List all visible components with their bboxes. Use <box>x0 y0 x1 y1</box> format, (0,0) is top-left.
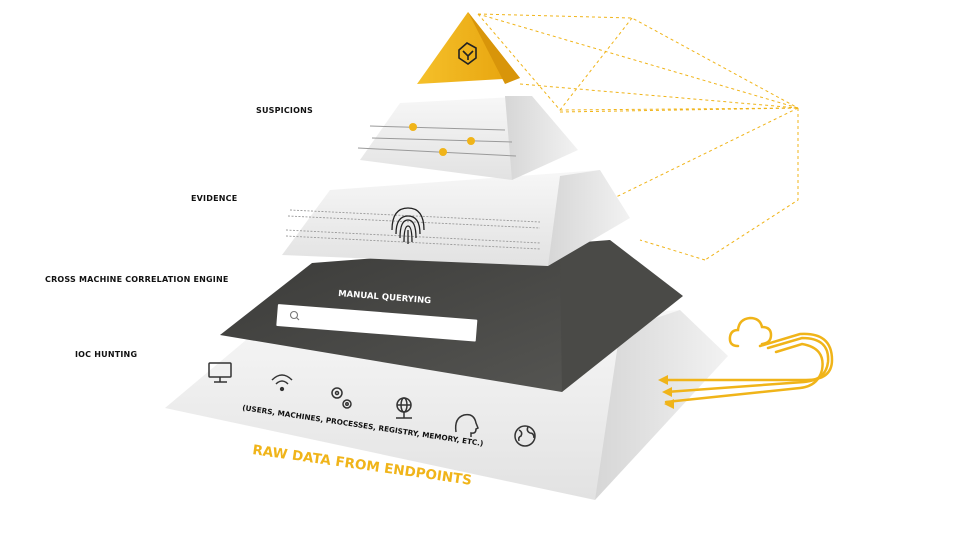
fingerprint-icon <box>391 207 425 244</box>
connector-line <box>519 83 799 109</box>
wifi-icon <box>271 374 293 392</box>
triangle-logo-icon <box>458 42 477 65</box>
connector-line <box>704 108 799 261</box>
tier-evidence-side <box>548 170 630 266</box>
apex-front <box>417 12 520 84</box>
tier-suspicions <box>357 96 578 180</box>
tier-base-side <box>595 310 728 500</box>
label-correlation-engine: CROSS MACHINE CORRELATION ENGINE <box>45 275 229 284</box>
evidence-dotted-lines <box>285 209 541 250</box>
connector-line <box>559 17 633 111</box>
label-evidence: EVIDENCE <box>191 194 238 203</box>
suspicions-lines <box>357 125 517 157</box>
arrow-heads <box>658 375 674 409</box>
dotted-connectors <box>477 13 799 261</box>
tier-evidence <box>282 170 630 266</box>
connector-line <box>477 13 799 109</box>
connector-line <box>639 239 706 261</box>
apex-side <box>468 12 520 84</box>
gears-icon <box>331 387 352 409</box>
globe-icon <box>514 425 536 447</box>
search-icon <box>289 310 299 320</box>
warning-icon <box>409 123 475 156</box>
tier-apex <box>417 12 520 84</box>
label-ioc-hunting: IOC HUNTING <box>75 350 138 359</box>
monitor-icon <box>208 362 232 383</box>
cloud-icon <box>664 316 834 404</box>
manual-query-search-box <box>276 304 478 342</box>
tier-suspicions-side <box>505 96 578 180</box>
tier-suspicions-front <box>360 96 532 180</box>
tier-correlation <box>220 240 683 392</box>
network-icon <box>396 397 412 419</box>
tier-dark-side <box>560 240 683 392</box>
label-suspicions: SUSPICIONS <box>256 106 313 115</box>
user-head-icon <box>454 413 479 437</box>
connector-line <box>559 107 799 113</box>
connector-line <box>609 107 799 201</box>
